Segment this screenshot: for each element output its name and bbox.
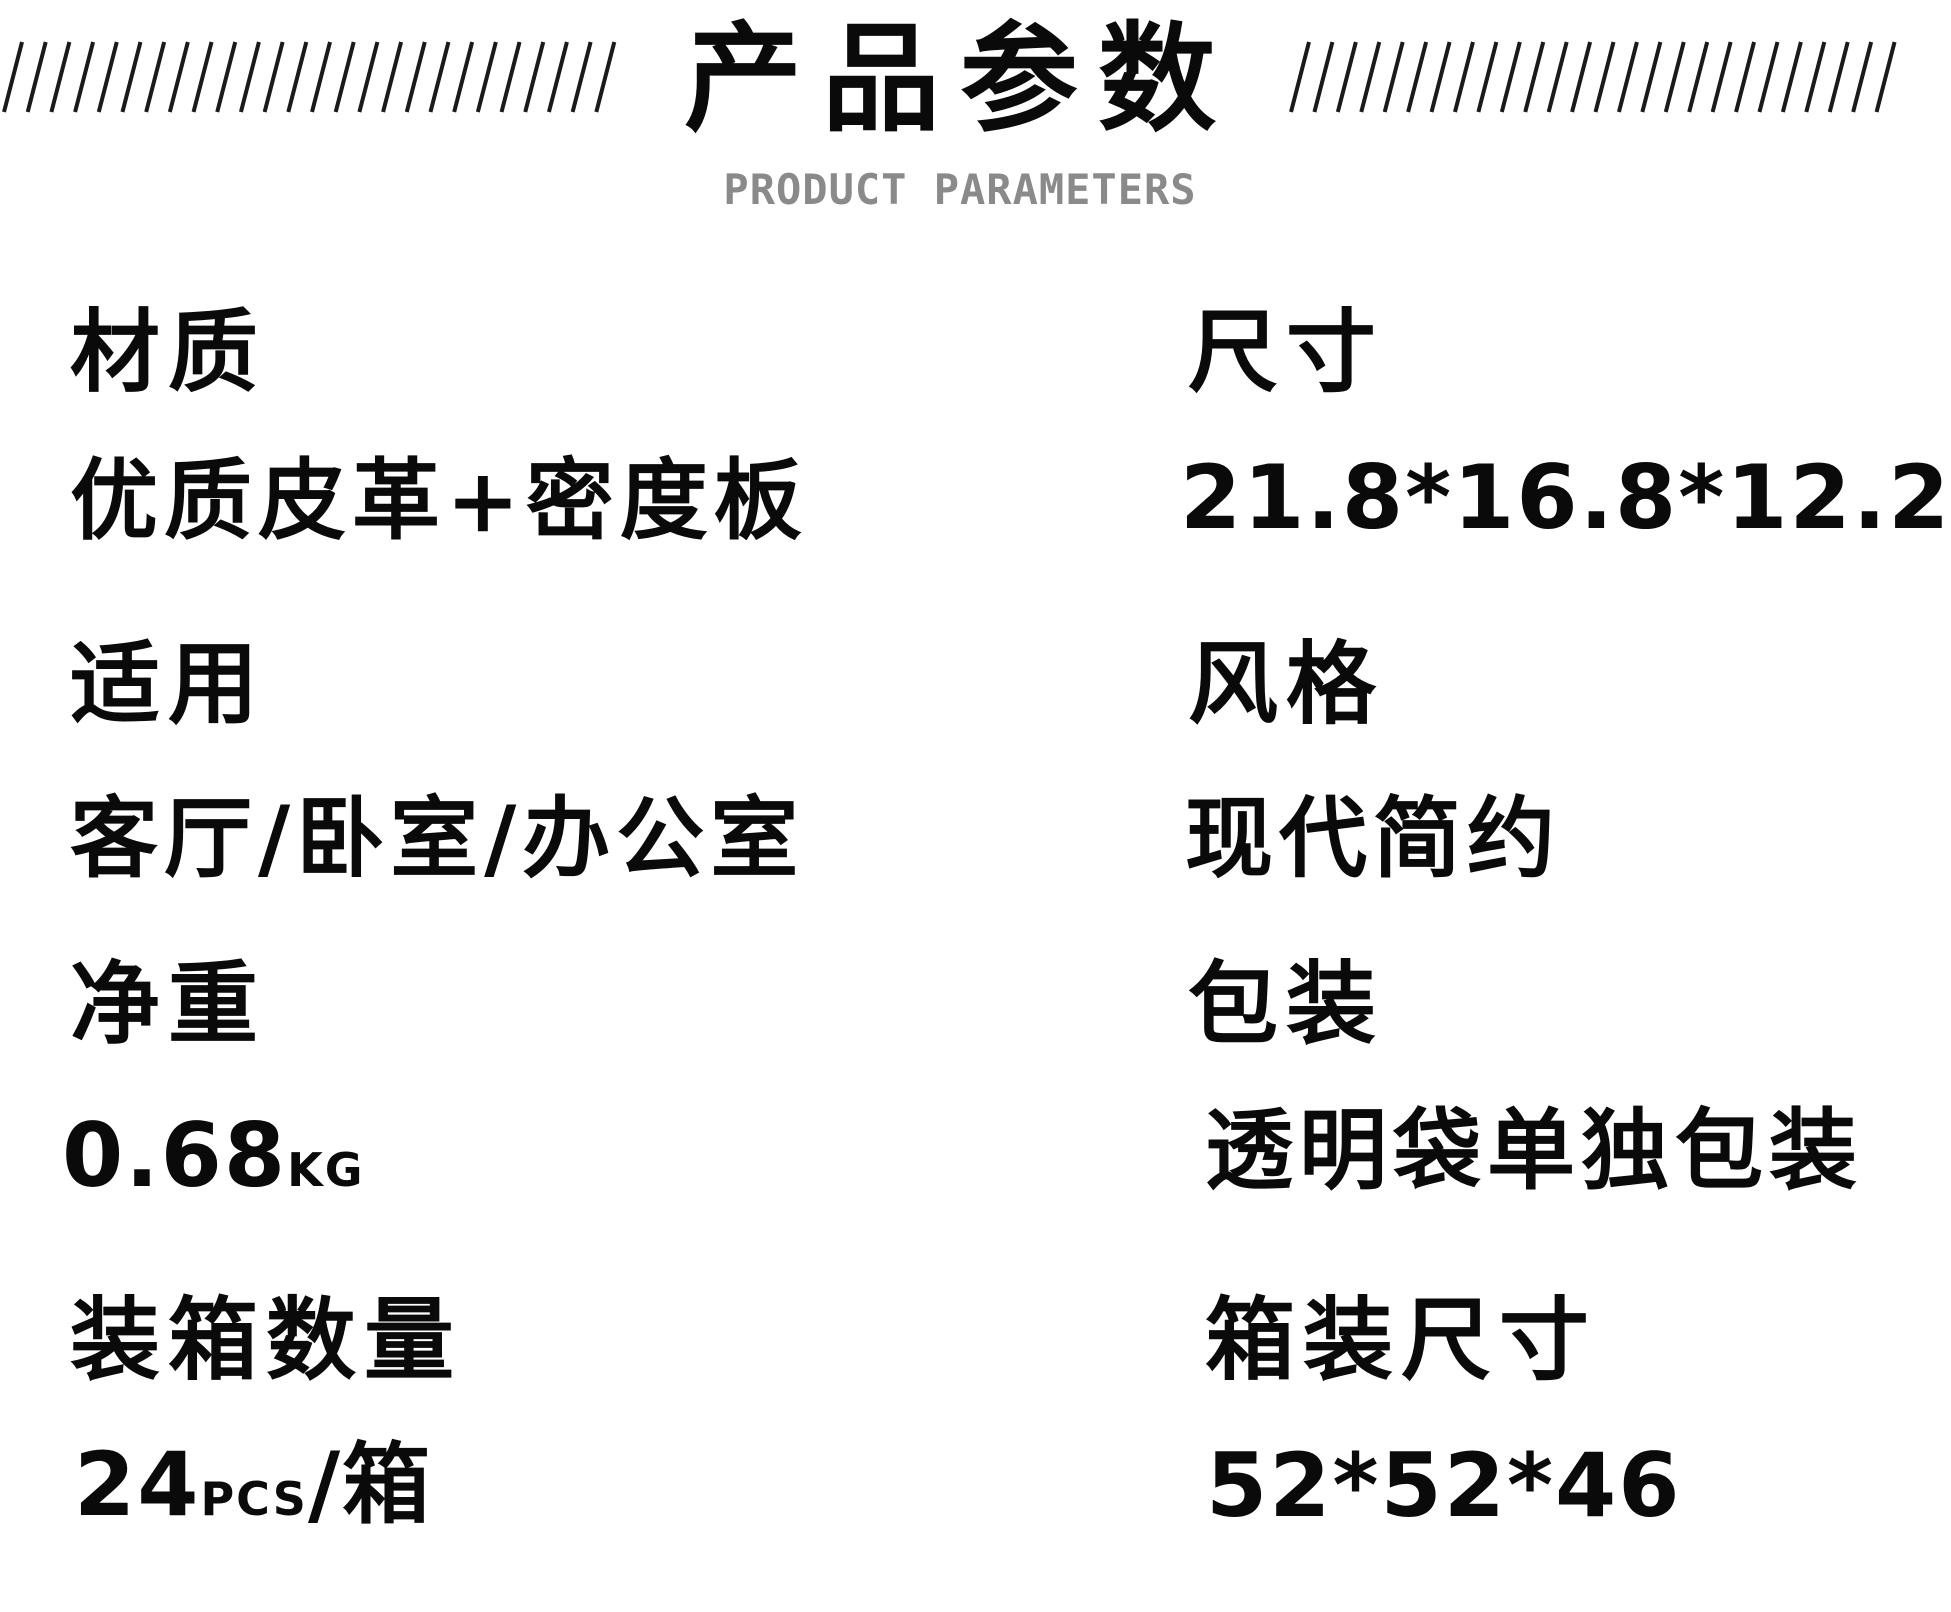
hatch-stroke [1570,41,1593,113]
carton-size-value: 52*52*46 [1206,1434,1682,1537]
size-label: 尺寸 [1188,299,1384,405]
hatch-stroke [49,41,72,113]
carton-size-label: 箱装尺寸 [1205,1287,1597,1393]
hatch-stroke [1499,41,1522,113]
hatch-stroke [1406,41,1429,113]
hatch-stroke [238,41,261,113]
style-value: 现代简约 [1185,786,1562,890]
usage-value: 客厅/卧室/办公室 [70,786,805,890]
hatch-stroke [546,41,569,113]
hatch-stroke [1640,41,1663,113]
carton-quantity-suffix: /箱 [307,1432,433,1536]
hatch-stroke [1382,41,1405,113]
material-label: 材质 [70,299,266,405]
net-weight-number: 0.68 [62,1104,288,1207]
hatch-stroke [144,41,167,113]
hatch-stroke [1851,41,1874,113]
hatch-stroke [1804,41,1827,113]
hatch-stroke [2,41,24,113]
hatch-stroke [523,41,546,113]
packaging-value: 透明袋单独包装 [1205,1098,1864,1202]
hatch-stroke [1476,41,1499,113]
page-subtitle: PRODUCT PARAMETERS [723,165,1197,214]
hatch-stroke [333,41,356,113]
header: 产品参数 PRODUCT PARAMETERS [0,0,1920,240]
left-hatch-decoration [2,41,617,113]
right-hatch-decoration [1289,41,1897,113]
hatch-stroke [475,41,498,113]
hatch-stroke [1687,41,1710,113]
hatch-stroke [1734,41,1756,113]
hatch-stroke [310,41,332,113]
hatch-stroke [1312,41,1335,113]
page-title: 产品参数 [683,9,1236,148]
hatch-stroke [1616,41,1639,113]
hatch-stroke [1429,41,1452,113]
hatch-stroke [1663,41,1686,113]
hatch-stroke [1523,41,1546,113]
net-weight-unit: KG [287,1143,365,1197]
hatch-stroke [1593,41,1616,113]
hatch-stroke [286,41,309,113]
hatch-stroke [1546,41,1569,113]
hatch-stroke [452,41,475,113]
hatch-stroke [404,41,427,113]
hatch-stroke [167,41,190,113]
hatch-stroke [1827,41,1850,113]
hatch-stroke [428,41,451,113]
carton-quantity-value: 24PCS/箱 [74,1432,432,1551]
carton-quantity-label: 装箱数量 [70,1287,462,1393]
net-weight-value: 0.68KG [62,1104,365,1222]
hatch-stroke [570,41,593,113]
material-value: 优质皮革+密度板 [70,448,808,552]
style-label: 风格 [1188,631,1384,737]
carton-quantity-unit: PCS [200,1472,308,1526]
net-weight-label: 净重 [70,951,266,1057]
usage-label: 适用 [70,631,266,737]
carton-quantity-number: 24 [74,1433,201,1536]
hatch-stroke [1359,41,1382,113]
hatch-stroke [262,41,285,113]
hatch-stroke [357,41,380,113]
hatch-stroke [25,41,48,113]
hatch-stroke [191,41,214,113]
hatch-stroke [594,41,617,113]
hatch-stroke [96,41,119,113]
hatch-stroke [499,41,522,113]
hatch-stroke [1757,41,1780,113]
hatch-stroke [1710,41,1733,113]
hatch-stroke [1874,41,1897,113]
hatch-stroke [1335,41,1358,113]
packaging-label: 包装 [1188,951,1384,1057]
hatch-stroke [1780,41,1803,113]
hatch-stroke [1453,41,1475,113]
size-value: 21.8*16.8*12.2 [1180,446,1951,549]
hatch-stroke [120,41,143,113]
hatch-stroke [215,41,238,113]
hatch-stroke [1289,41,1311,113]
hatch-stroke [381,41,404,113]
hatch-stroke [73,41,96,113]
